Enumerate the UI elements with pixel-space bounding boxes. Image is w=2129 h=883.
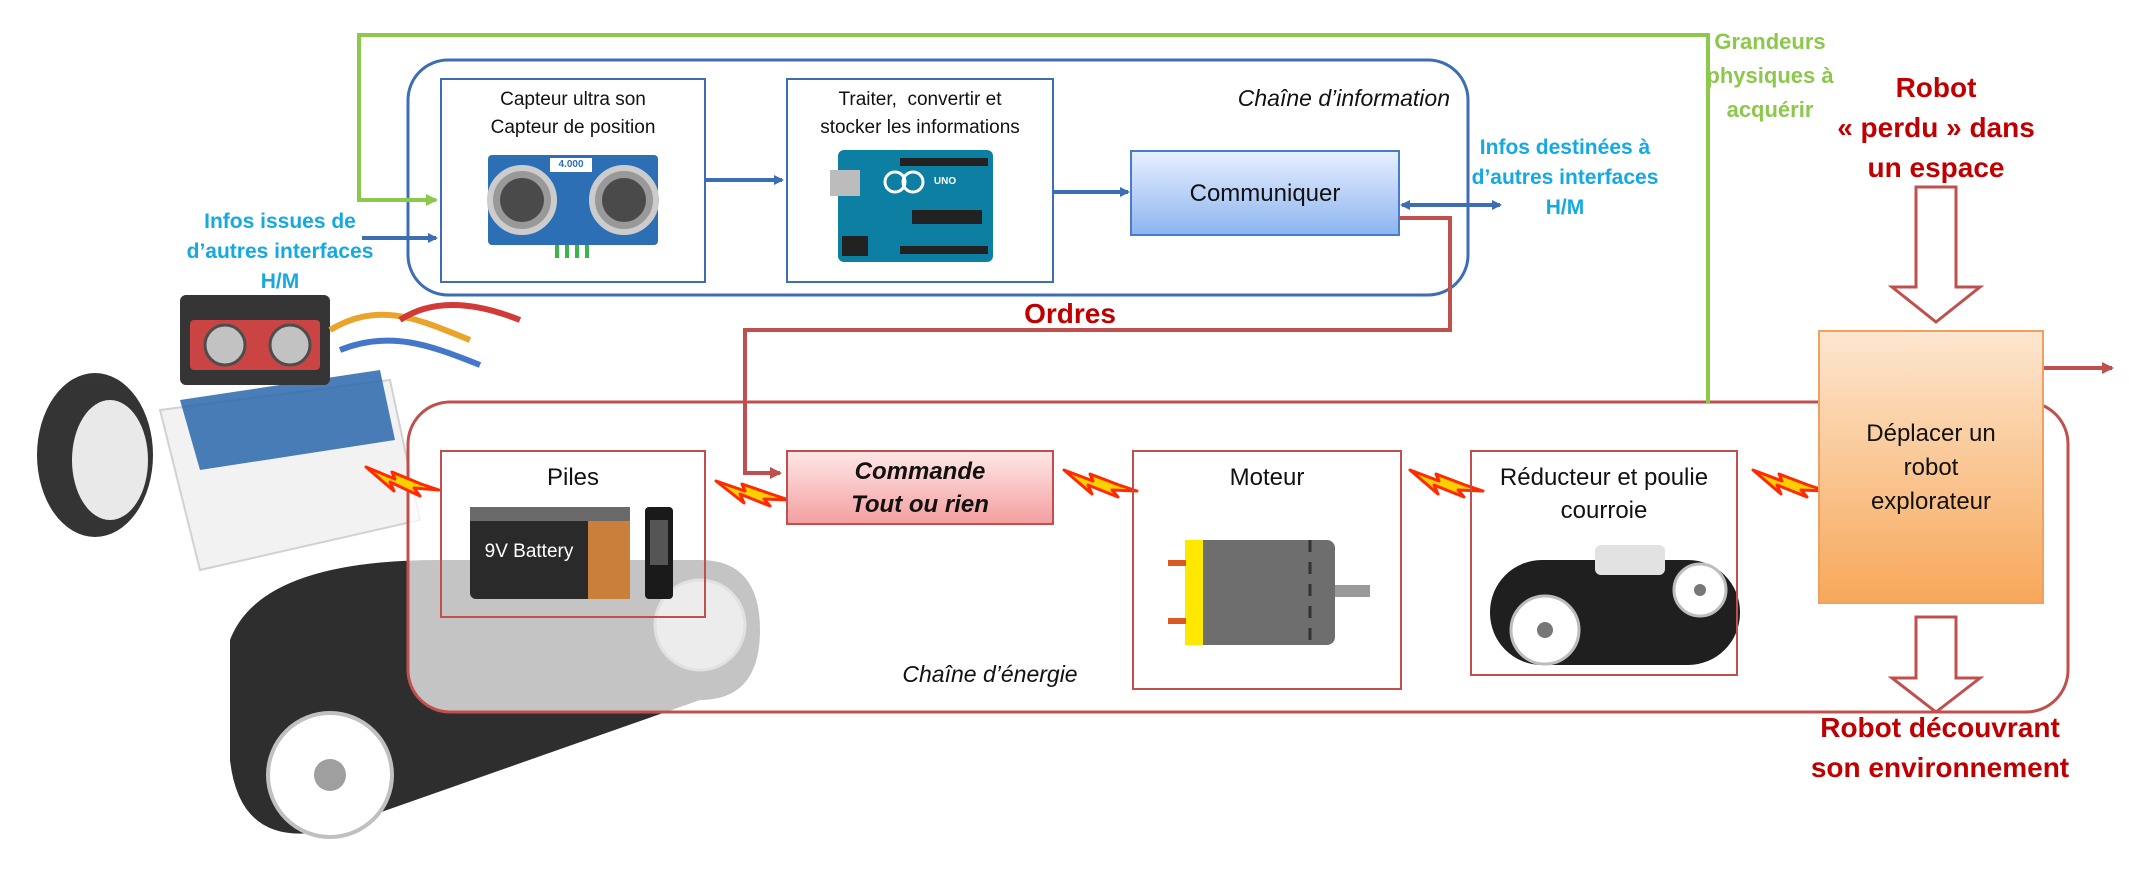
- arduino-logo-text: UNO: [933, 176, 957, 187]
- arduino-board-icon: [830, 150, 993, 262]
- dc-motor-icon: [1168, 540, 1370, 645]
- ultrasonic-sensor-icon: [487, 155, 659, 258]
- input-matter-arrow: [1887, 185, 1985, 324]
- grandeurs-line2: physiques à: [1706, 63, 1834, 88]
- ordres-label: Ordres: [1024, 298, 1116, 329]
- reducteur-label-line2: courroie: [1560, 497, 1648, 524]
- traiter-label-line1: Traiter, convertir et: [838, 89, 1002, 110]
- capteur-label-line2: Capteur de position: [490, 117, 656, 138]
- traiter-block: [786, 78, 1054, 283]
- function-block: [1818, 330, 2044, 604]
- piles-block: [440, 450, 706, 618]
- physical-quantities-line: [357, 33, 1710, 403]
- infos-in-line2: d’autres interfaces: [186, 240, 374, 263]
- capteur-label-line1: Capteur ultra son: [500, 89, 646, 110]
- communiquer-label: Communiquer: [1189, 180, 1341, 207]
- energy-chain-title: Chaîne d’énergie: [902, 661, 1078, 687]
- grandeurs-line1: Grandeurs: [1714, 29, 1826, 54]
- infos-out-line2: d’autres interfaces: [1471, 166, 1659, 189]
- piles-label: Piles: [546, 464, 600, 491]
- battery-icon: [470, 507, 673, 599]
- grandeurs-line3: acquérir: [1726, 97, 1814, 122]
- capteur-block: [440, 78, 706, 283]
- track-belt-icon: [1490, 545, 1740, 666]
- robot-in-line3: un espace: [1867, 152, 2005, 183]
- sensor-display-text: 4.000: [558, 159, 584, 170]
- infos-in-line3: H/M: [260, 270, 300, 293]
- moteur-label: Moteur: [1229, 464, 1305, 491]
- robot-in-line2: « perdu » dans: [1837, 112, 2035, 143]
- information-chain-title: Chaîne d’information: [1237, 85, 1450, 111]
- robot-out-line2: son environnement: [1810, 752, 2070, 783]
- function-label-line3: explorateur: [1870, 488, 1992, 515]
- output-matter-arrow: [1887, 615, 1985, 714]
- commande-label-line2: Tout ou rien: [851, 491, 989, 518]
- function-label-line2: robot: [1903, 454, 1959, 481]
- robot-in-line1: Robot: [1895, 72, 1977, 103]
- traiter-label-line2: stocker les informations: [820, 117, 1020, 138]
- commande-label-line1: Commande: [854, 458, 986, 485]
- commande-block: [786, 450, 1054, 525]
- battery-label: 9V Battery: [484, 541, 574, 562]
- infos-out-line1: Infos destinées à: [1479, 136, 1651, 159]
- function-label-line1: Déplacer un: [1866, 420, 1996, 447]
- communiquer-block: [1130, 150, 1400, 236]
- robot-out-line1: Robot découvrant: [1820, 712, 2060, 743]
- orders-line: [743, 216, 1452, 479]
- reducteur-block: [1470, 450, 1738, 676]
- infos-in-line1: Infos issues de: [204, 210, 356, 233]
- infos-out-line3: H/M: [1545, 196, 1585, 219]
- lightning-bolt-icon: [364, 465, 1828, 508]
- reducteur-label-line1: Réducteur et poulie: [1499, 464, 1709, 491]
- moteur-block: [1132, 450, 1402, 690]
